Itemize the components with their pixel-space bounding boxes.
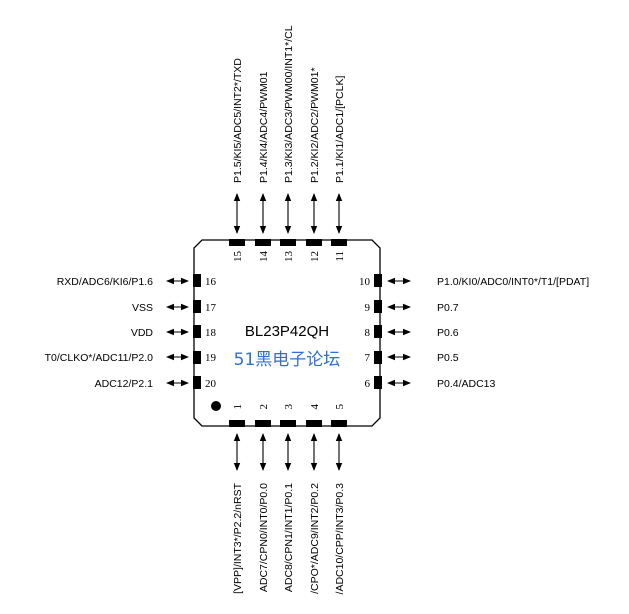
pin-pad	[229, 420, 245, 427]
pin-label: P1.0/KI0/ADC0/INT0*/T1/[PDAT]	[437, 276, 589, 288]
pin-pad	[331, 239, 347, 246]
pin-group-bottom-2: 2 ADC7/CPN0/INT0/P0.0	[255, 404, 271, 592]
pin-pad	[374, 300, 382, 313]
pin-pad	[193, 300, 201, 313]
pin-group-right-10: 10 P1.0/KI0/ADC0/INT0*/T1/[PDAT]	[359, 274, 589, 288]
pin-label: VSS	[132, 302, 153, 314]
pin-group-left-20: 20 ADC12/P2.1	[95, 376, 217, 390]
pin-pad	[193, 376, 201, 389]
pin-number: 2	[258, 404, 270, 410]
bottom-pins: 1 [VPP]/INT3*/P2.2/nRST 2 ADC7/CPN0/INT0…	[229, 404, 347, 595]
pin-pad	[255, 239, 271, 246]
pin-number: 4	[309, 404, 321, 410]
pin-group-top-15: 15 P1.5/KI5/ADC5/INT2*/TXD	[229, 58, 245, 262]
pin-group-right-9: 9 P0.7	[365, 300, 459, 314]
pin-number: 13	[283, 251, 295, 263]
pin-label: P0.5	[437, 352, 459, 364]
pin-number: 10	[359, 276, 371, 288]
pin-number: 7	[365, 352, 371, 364]
pin-number: 6	[365, 378, 371, 390]
pin-label: ADC12/P2.1	[95, 378, 154, 390]
pin-pad	[193, 351, 201, 364]
pin-label: T0/CLKO*/ADC11/P2.0	[45, 352, 154, 364]
pin-number: 16	[205, 276, 217, 288]
pin-label: /CPO*/ADC9/INT2/P0.2	[309, 483, 321, 594]
pin-group-top-12: 12 P1.2/KI2/ADC2/PWM01*	[306, 67, 322, 262]
pin-pad	[374, 376, 382, 389]
pin-pad	[374, 325, 382, 338]
pin-number: 8	[365, 327, 371, 339]
pin-label: P1.4/KI4/ADC4/PWM01	[258, 71, 270, 183]
pin-label: RXD/ADC6/KI6/P1.6	[57, 276, 153, 288]
pin-pad	[229, 239, 245, 246]
pin-label: P0.4/ADC13	[437, 378, 496, 390]
left-pins: 16 RXD/ADC6/KI6/P1.6 17 VSS 18 VDD 19 T0…	[45, 274, 217, 390]
pin-group-bottom-5: 5 /ADC10/CPP/INT3/P0.3	[331, 404, 347, 595]
pin-label: [VPP]/INT3*/P2.2/nRST	[232, 482, 244, 593]
pin-pad	[306, 239, 322, 246]
pin-number: 14	[258, 251, 270, 263]
pin-label: VDD	[131, 327, 154, 339]
pin-group-right-7: 7 P0.5	[365, 351, 459, 364]
pin-number: 18	[205, 327, 217, 339]
pin-number: 15	[232, 251, 244, 263]
top-pins: 15 P1.5/KI5/ADC5/INT2*/TXD 14 P1.4/KI4/A…	[229, 25, 347, 262]
pin-label: P1.3/KI3/ADC3/PWM00/INT1*/CL	[283, 25, 295, 183]
pin-group-top-14: 14 P1.4/KI4/ADC4/PWM01	[255, 71, 271, 262]
pin-pad	[331, 420, 347, 427]
pin-number: 20	[205, 378, 217, 390]
pin-pad	[280, 420, 296, 427]
pin-label: P1.5/KI5/ADC5/INT2*/TXD	[232, 58, 244, 183]
pin-number: 5	[334, 404, 346, 410]
pin-group-bottom-3: 3 ADC8/CPN1/INT1/P0.1	[280, 404, 296, 592]
pin-group-left-19: 19 T0/CLKO*/ADC11/P2.0	[45, 351, 217, 364]
pin-group-right-6: 6 P0.4/ADC13	[365, 376, 496, 390]
pin-pad	[306, 420, 322, 427]
pin-group-right-8: 8 P0.6	[365, 325, 459, 339]
pin-label: P0.6	[437, 327, 459, 339]
pin-pad	[193, 274, 201, 287]
right-pins: 10 P1.0/KI0/ADC0/INT0*/T1/[PDAT] 9 P0.7 …	[359, 274, 589, 390]
pin-number: 9	[365, 302, 371, 314]
pin-group-left-17: 17 VSS	[132, 300, 217, 314]
pin-number: 11	[334, 251, 346, 262]
pin-pad	[193, 325, 201, 338]
pin-label: /ADC10/CPP/INT3/P0.3	[334, 483, 346, 595]
pin-number: 12	[309, 251, 321, 262]
pin-number: 1	[232, 404, 244, 410]
pin-pad	[374, 274, 382, 287]
pin-group-bottom-1: 1 [VPP]/INT3*/P2.2/nRST	[229, 404, 245, 594]
pin-group-left-16: 16 RXD/ADC6/KI6/P1.6	[57, 274, 217, 288]
pin1-marker-dot	[211, 401, 221, 411]
pin-pad	[280, 239, 296, 246]
pin-group-bottom-4: 4 /CPO*/ADC9/INT2/P0.2	[306, 404, 322, 594]
chip-name: BL23P42QH	[245, 323, 329, 340]
pin-group-top-11: 11 P1.1/KI1/ADC1/[PCLK]	[331, 76, 347, 262]
pin-label: ADC7/CPN0/INT0/P0.0	[258, 483, 270, 592]
pin-label: P1.1/KI1/ADC1/[PCLK]	[334, 76, 346, 183]
pin-label: P0.7	[437, 302, 459, 314]
pin-group-top-13: 13 P1.3/KI3/ADC3/PWM00/INT1*/CL	[280, 25, 296, 262]
pin-number: 19	[205, 352, 217, 364]
pin-pad	[255, 420, 271, 427]
pin-group-left-18: 18 VDD	[131, 325, 217, 339]
pin-number: 3	[283, 404, 295, 410]
pin-number: 17	[205, 302, 217, 314]
pin-label: ADC8/CPN1/INT1/P0.1	[283, 483, 295, 592]
forum-watermark: 51黑电子论坛	[234, 350, 341, 370]
pin-label: P1.2/KI2/ADC2/PWM01*	[309, 67, 321, 183]
pin-pad	[374, 351, 382, 364]
